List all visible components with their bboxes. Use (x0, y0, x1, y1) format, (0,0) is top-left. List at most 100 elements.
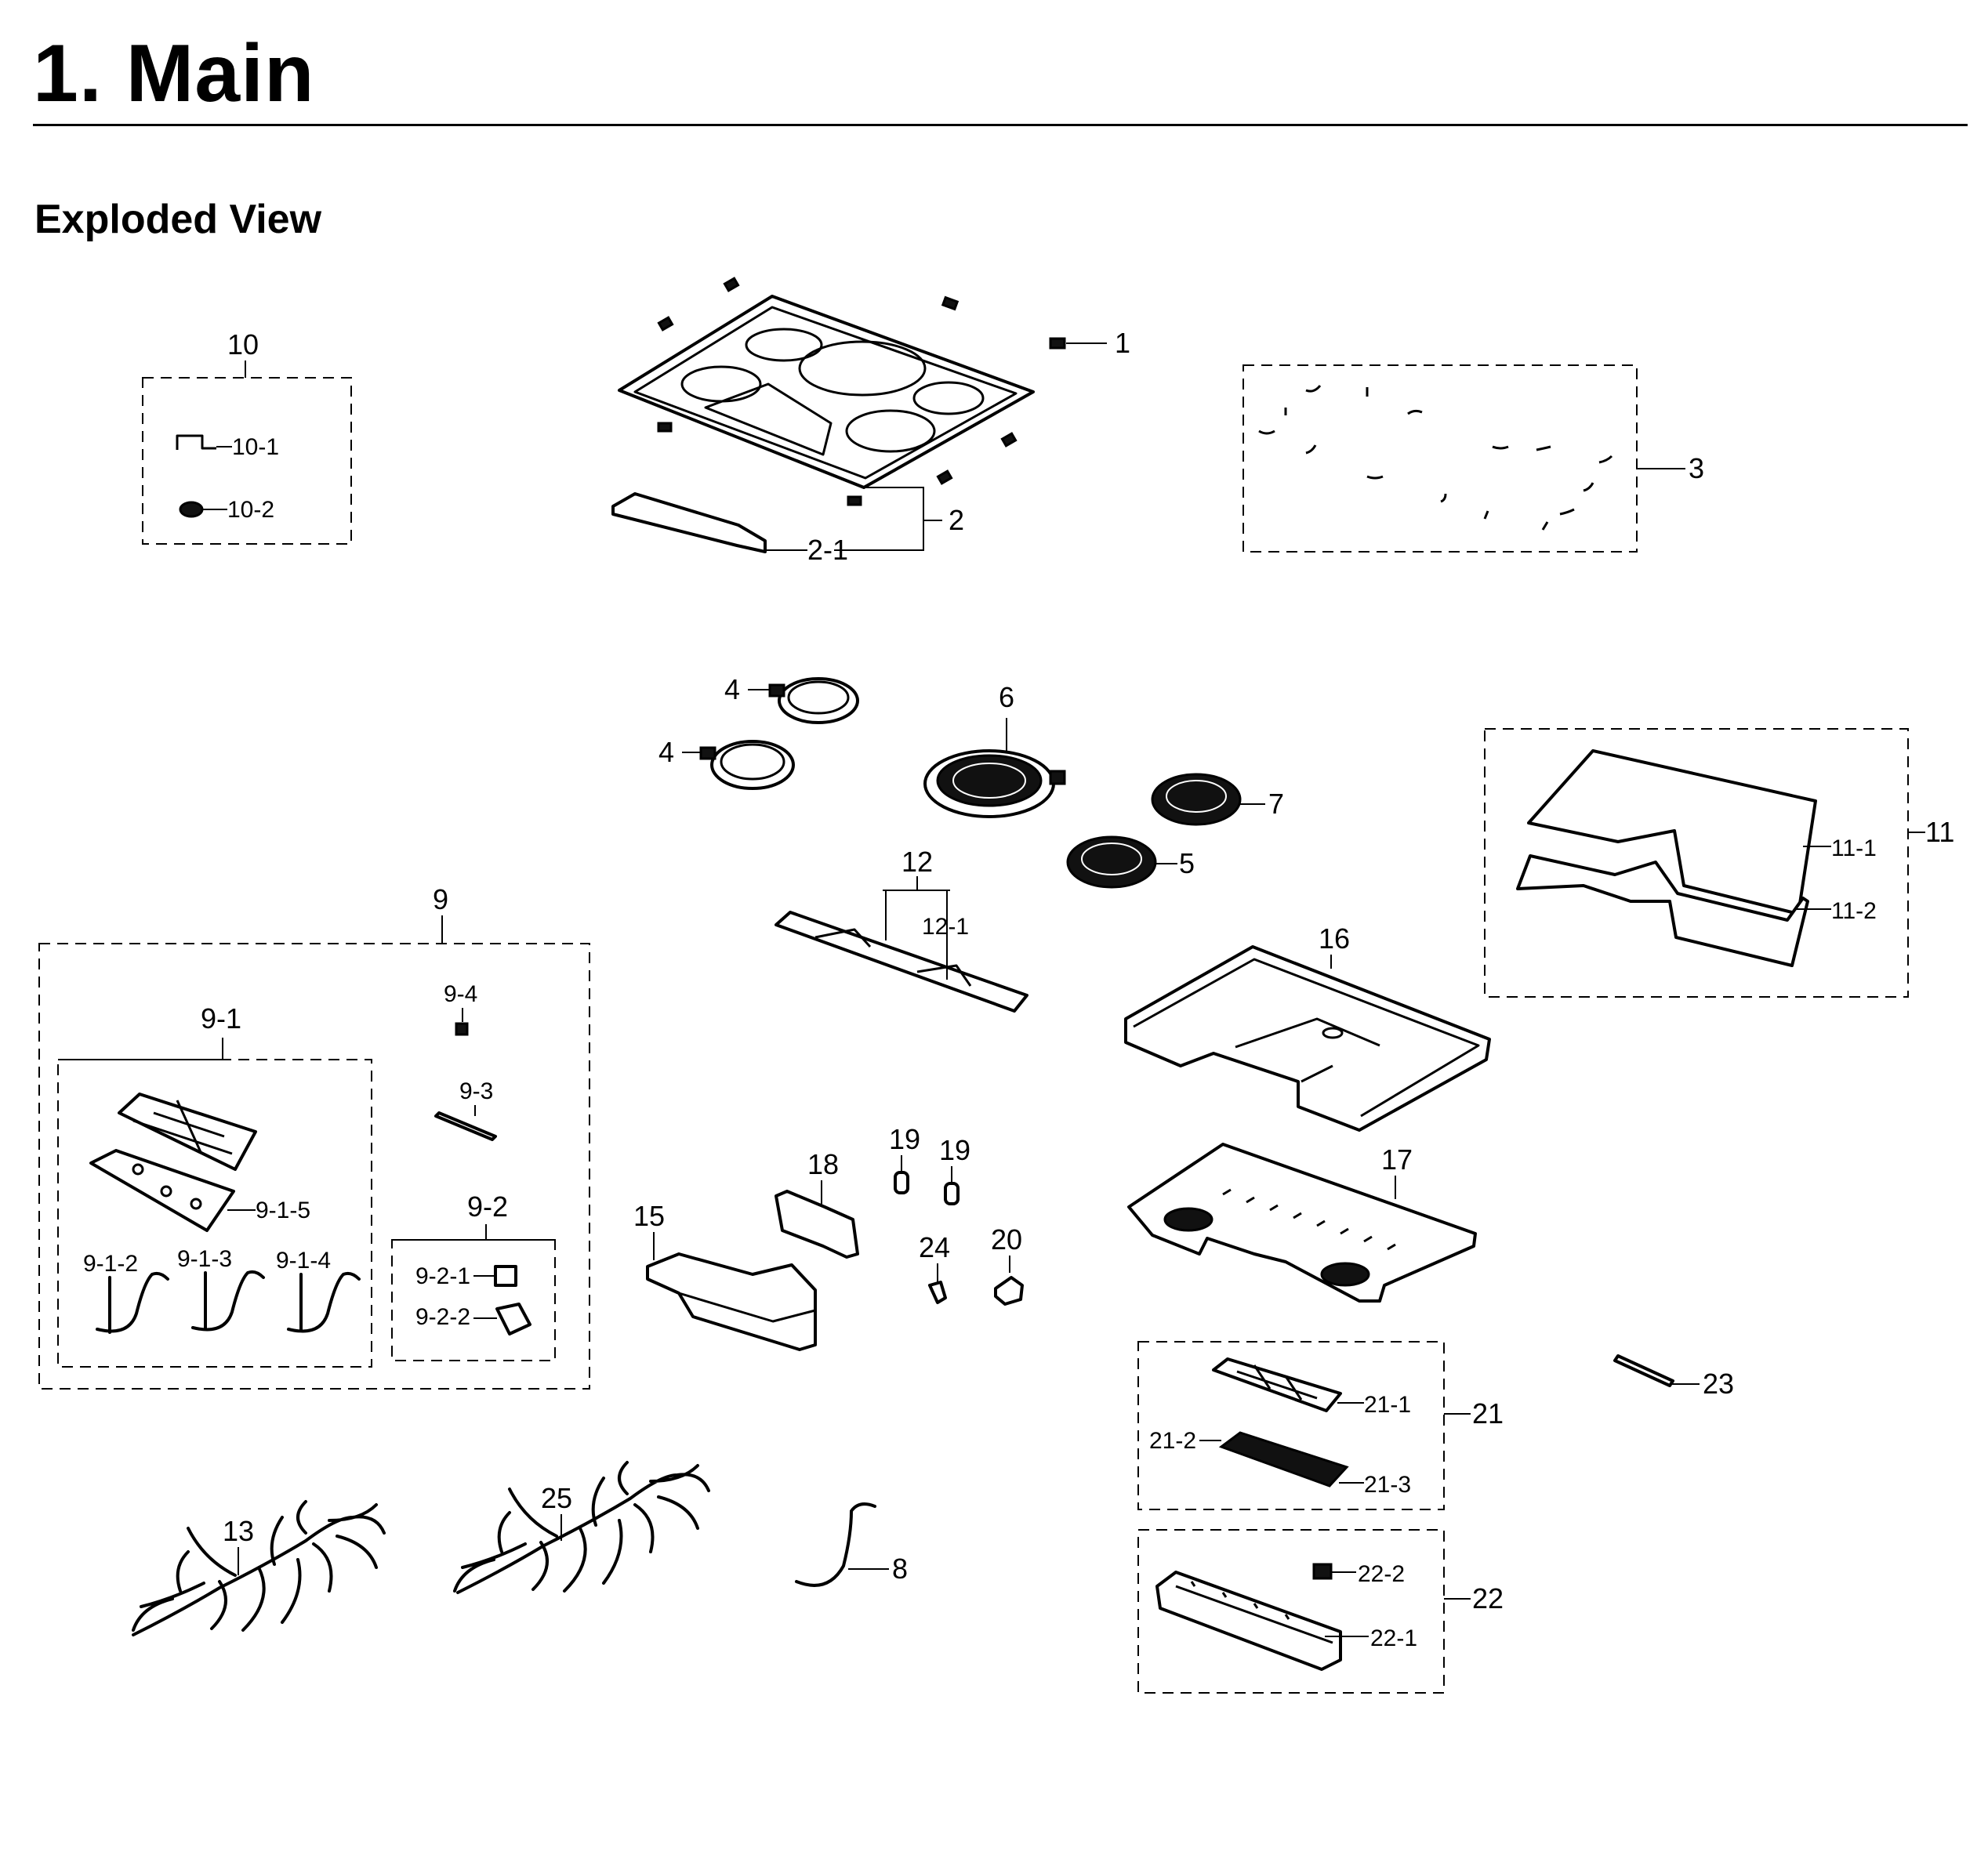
label-9-3: 9-3 (459, 1078, 493, 1104)
part-9-3-rod (434, 1111, 497, 1141)
element-7 (1151, 773, 1242, 826)
part-16-shell (1124, 945, 1491, 1132)
label-9-1-4: 9-1-4 (276, 1248, 331, 1274)
label-18: 18 (807, 1148, 839, 1180)
leader-9-2 (392, 1224, 555, 1241)
part-10-1-clip (176, 434, 216, 450)
label-5: 5 (1179, 847, 1195, 879)
label-9-2-1: 9-2-1 (415, 1263, 470, 1289)
part-24 (928, 1281, 947, 1304)
label-20: 20 (991, 1223, 1022, 1256)
label-2-1: 2-1 (807, 534, 848, 566)
element-4-top (778, 677, 859, 724)
label-6: 6 (999, 681, 1014, 713)
part-16-inner (1133, 958, 1480, 1118)
label-10-2: 10-2 (227, 497, 274, 523)
label-13: 13 (223, 1515, 254, 1547)
part-22-2 (1312, 1563, 1333, 1580)
part-17-vents (1222, 1188, 1396, 1251)
label-22: 22 (1472, 1582, 1504, 1614)
part-2-cooktop-glass: 1 2 2-1 (611, 277, 1130, 566)
burner-mark-3 (798, 340, 927, 397)
label-17: 17 (1381, 1143, 1413, 1176)
box-9-2 (391, 1239, 556, 1361)
label-16: 16 (1319, 922, 1350, 955)
part-group-10: 10 10-1 10-2 (142, 328, 352, 545)
part-1-screw (1049, 337, 1066, 350)
pad-d (657, 422, 673, 433)
page-title: 1. Main (33, 28, 315, 119)
part-group-9: 9 9-1 9-1-5 9-1-2 9-1-3 9-1-4 9-4 9-3 9-… (38, 883, 590, 1390)
part-group-3: 3 (1242, 364, 1704, 553)
pad-c (941, 295, 960, 311)
label-15: 15 (633, 1200, 665, 1232)
wire-harnesses: 13 25 8 (132, 1461, 908, 1636)
burner-mark-2 (745, 328, 823, 362)
label-7: 7 (1268, 788, 1284, 820)
box-10 (142, 377, 352, 545)
part-19-left (894, 1171, 909, 1194)
small-brackets: 15 18 19 19 20 24 (633, 1123, 1024, 1351)
part-3-clips (1258, 385, 1613, 531)
pad-e (1000, 432, 1018, 448)
part-21-2-board (1218, 1431, 1349, 1488)
label-9: 9 (433, 883, 448, 915)
box-9 (38, 943, 590, 1390)
label-3: 3 (1689, 452, 1704, 484)
label-9-2: 9-2 (467, 1190, 508, 1223)
label-4-bottom: 4 (658, 736, 674, 768)
label-19-right: 19 (939, 1134, 970, 1166)
part-17-base-pan: 17 (1127, 1143, 1477, 1303)
label-21-1: 21-1 (1364, 1392, 1411, 1418)
title-rule (33, 124, 1968, 126)
part-10-2-foot (179, 501, 204, 518)
part-19-right (944, 1182, 960, 1205)
element-6-term (1049, 770, 1066, 785)
part-9-1-2-wire (96, 1271, 169, 1334)
part-11-2-gasket (1516, 854, 1809, 967)
label-8: 8 (892, 1553, 908, 1585)
part-11-1-insulation (1527, 749, 1817, 915)
part-9-1-board-traces (132, 1100, 233, 1155)
element-6-ring (952, 763, 1026, 799)
label-11: 11 (1925, 816, 1954, 848)
part-22-1-detail (1175, 1581, 1333, 1644)
part-12-detail (814, 928, 972, 987)
plate-hole-3 (190, 1198, 202, 1210)
part-22-1-tray (1155, 1571, 1342, 1671)
label-19-left: 19 (889, 1123, 920, 1155)
part-15-edge (678, 1292, 816, 1323)
label-21: 21 (1472, 1397, 1504, 1430)
part-15-duct (646, 1252, 817, 1351)
part-25-harness (453, 1461, 710, 1594)
label-11-1: 11-1 (1831, 835, 1877, 861)
part-8-wire (795, 1502, 876, 1587)
label-9-1-3: 9-1-3 (177, 1246, 232, 1272)
label-10: 10 (227, 328, 259, 361)
pad-f (936, 469, 953, 485)
part-9-2-1 (494, 1265, 517, 1287)
label-21-2: 21-2 (1149, 1428, 1196, 1454)
element-4-bottom-inner (720, 743, 785, 781)
label-24: 24 (919, 1231, 950, 1263)
element-7-ring (1166, 780, 1227, 813)
part-23-body (1613, 1354, 1674, 1387)
part-9-4 (455, 1022, 469, 1036)
label-12: 12 (901, 846, 933, 878)
glass-cutout (704, 382, 833, 456)
label-25: 25 (541, 1482, 572, 1514)
element-5-ring (1081, 843, 1142, 875)
glass-inner-frame (633, 306, 1018, 480)
part-16-inner-box: 16 (1124, 922, 1491, 1132)
part-23-rod: 23 (1613, 1354, 1734, 1400)
part-12-bracket: 12 12-1 (775, 846, 1028, 1013)
element-4-top-term (768, 683, 785, 698)
plate-hole-1 (132, 1163, 144, 1176)
burner-mark-5 (845, 409, 936, 453)
pad-a (657, 316, 674, 332)
box-9-1 (57, 1059, 372, 1368)
label-9-1-2: 9-1-2 (83, 1251, 138, 1277)
part-12-body (775, 911, 1028, 1013)
part-9-1-4-wire (287, 1271, 361, 1333)
glass-top-outline (618, 295, 1035, 489)
